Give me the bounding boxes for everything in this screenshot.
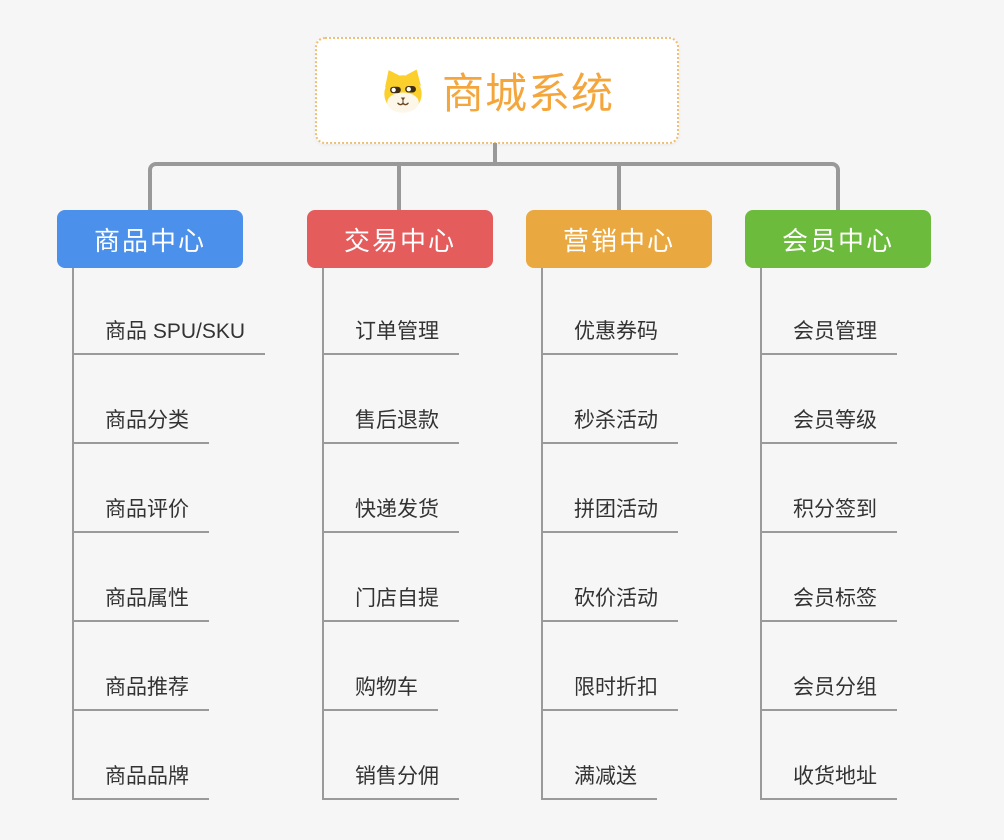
leaf-node[interactable]: 积分签到 bbox=[760, 493, 897, 533]
branch-node-marketing-center[interactable]: 营销中心 bbox=[526, 210, 712, 268]
connector-root-stem bbox=[493, 143, 497, 164]
leaf-node[interactable]: 商品属性 bbox=[72, 582, 209, 622]
leaf-node[interactable]: 快递发货 bbox=[322, 493, 459, 533]
root-node-title: 商城系统 bbox=[441, 70, 614, 117]
connector-spine bbox=[72, 268, 74, 800]
leaf-node[interactable]: 满减送 bbox=[541, 760, 657, 800]
leaf-node[interactable]: 商品评价 bbox=[72, 493, 209, 533]
branch-children: 会员管理 会员等级 积分签到 会员标签 会员分组 收货地址 bbox=[760, 268, 990, 800]
connector-spine bbox=[541, 268, 543, 800]
connector-drop-trade bbox=[397, 165, 401, 210]
leaf-node[interactable]: 购物车 bbox=[322, 671, 438, 711]
leaf-node[interactable]: 商品品牌 bbox=[72, 760, 209, 800]
leaf-node[interactable]: 会员等级 bbox=[760, 404, 897, 444]
leaf-node[interactable]: 砍价活动 bbox=[541, 582, 678, 622]
leaf-node[interactable]: 会员标签 bbox=[760, 582, 897, 622]
connector-branch-rail bbox=[148, 162, 840, 210]
leaf-node[interactable]: 优惠券码 bbox=[541, 315, 678, 355]
leaf-node[interactable]: 拼团活动 bbox=[541, 493, 678, 533]
branch-node-member-center[interactable]: 会员中心 bbox=[745, 210, 931, 268]
leaf-node[interactable]: 限时折扣 bbox=[541, 671, 678, 711]
branch-trade-center: 交易中心 订单管理 售后退款 快递发货 门店自提 购物车 销售分佣 bbox=[307, 210, 552, 800]
leaf-node[interactable]: 售后退款 bbox=[322, 404, 459, 444]
leaf-node[interactable]: 秒杀活动 bbox=[541, 404, 678, 444]
dog-face-icon bbox=[380, 68, 426, 114]
leaf-node[interactable]: 会员分组 bbox=[760, 671, 897, 711]
leaf-node[interactable]: 商品 SPU/SKU bbox=[72, 315, 266, 355]
branch-member-center: 会员中心 会员管理 会员等级 积分签到 会员标签 会员分组 收货地址 bbox=[745, 210, 990, 800]
branch-children: 优惠券码 秒杀活动 拼团活动 砍价活动 限时折扣 满减送 bbox=[541, 268, 771, 800]
branch-children: 商品 SPU/SKU 商品分类 商品评价 商品属性 商品推荐 商品品牌 bbox=[72, 268, 302, 800]
connector-spine bbox=[322, 268, 324, 800]
root-node[interactable]: 商城系统 bbox=[315, 37, 679, 144]
branch-node-trade-center[interactable]: 交易中心 bbox=[307, 210, 493, 268]
leaf-node[interactable]: 商品推荐 bbox=[72, 671, 209, 711]
branch-node-product-center[interactable]: 商品中心 bbox=[57, 210, 243, 268]
branch-product-center: 商品中心 商品 SPU/SKU 商品分类 商品评价 商品属性 商品推荐 商品品牌 bbox=[57, 210, 302, 800]
connector-drop-marketing bbox=[617, 165, 621, 210]
leaf-node[interactable]: 销售分佣 bbox=[322, 760, 459, 800]
leaf-node[interactable]: 门店自提 bbox=[322, 582, 459, 622]
leaf-node[interactable]: 订单管理 bbox=[322, 315, 459, 355]
connector-spine bbox=[760, 268, 762, 800]
branch-marketing-center: 营销中心 优惠券码 秒杀活动 拼团活动 砍价活动 限时折扣 满减送 bbox=[526, 210, 771, 800]
leaf-node[interactable]: 会员管理 bbox=[760, 315, 897, 355]
leaf-node[interactable]: 收货地址 bbox=[760, 760, 897, 800]
branch-children: 订单管理 售后退款 快递发货 门店自提 购物车 销售分佣 bbox=[322, 268, 552, 800]
leaf-node[interactable]: 商品分类 bbox=[72, 404, 209, 444]
